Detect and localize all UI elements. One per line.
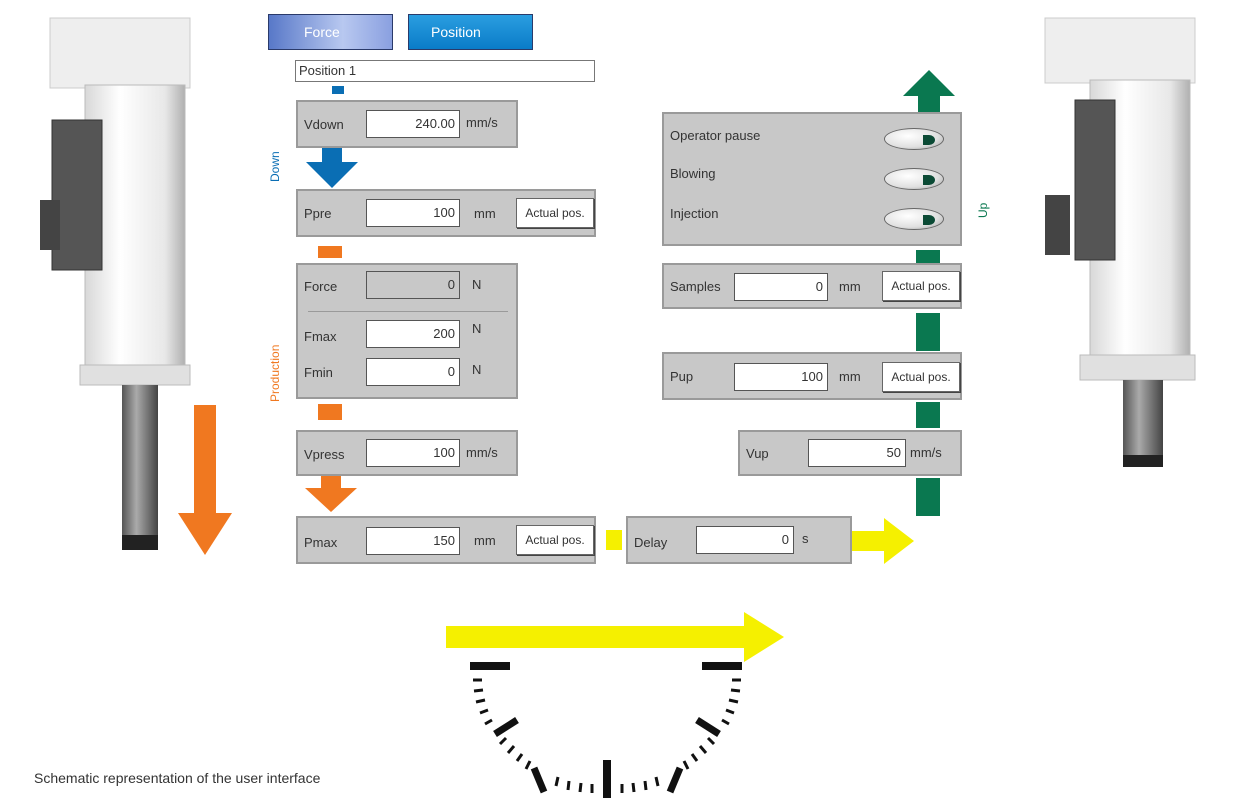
down-label: Down	[268, 151, 282, 182]
blowing-label: Blowing	[670, 166, 716, 181]
vpress-input[interactable]: 100	[366, 439, 460, 467]
pmax-actual-pos-button[interactable]: Actual pos.	[516, 525, 594, 555]
pup-input[interactable]: 100	[734, 363, 828, 391]
samples-actual-pos-button[interactable]: Actual pos.	[882, 271, 960, 301]
pup-unit: mm	[839, 369, 861, 384]
delay-label: Delay	[634, 535, 668, 550]
vup-unit: mm/s	[910, 445, 942, 460]
up-arrow	[903, 70, 955, 112]
vdown-panel: Vdown 240.00 mm/s	[296, 100, 518, 148]
ppre-unit: mm	[474, 206, 496, 221]
tab-position[interactable]: Position	[408, 14, 533, 50]
operator-pause-toggle[interactable]	[884, 128, 944, 150]
fmax-unit: N	[472, 321, 482, 336]
vup-input[interactable]: 50	[808, 439, 906, 467]
up-connector-2	[916, 313, 940, 351]
fmin-input[interactable]: 0	[366, 358, 460, 386]
production-label: Production	[268, 344, 282, 402]
figure-caption: Schematic representation of the user int…	[34, 770, 321, 786]
pmax-input[interactable]: 150	[366, 527, 460, 555]
timer-dial-icon	[470, 662, 742, 798]
vpress-panel: Vpress 100 mm/s	[296, 430, 518, 476]
force-label: Force	[304, 279, 338, 294]
blowing-toggle[interactable]	[884, 168, 944, 190]
tab-force[interactable]: Force	[268, 14, 393, 50]
ppre-input[interactable]: 100	[366, 199, 460, 227]
press-arrow	[305, 476, 357, 512]
tab-force-label: Force	[304, 24, 340, 40]
samples-label: Samples	[670, 279, 721, 294]
options-panel: Operator pause Blowing Injection	[662, 112, 962, 246]
vdown-label: Vdown	[304, 117, 344, 132]
delay-panel: Delay 0 s	[626, 516, 852, 564]
injection-label: Injection	[670, 206, 719, 221]
vpress-label: Vpress	[304, 447, 345, 462]
fmin-unit: N	[472, 362, 482, 377]
pup-label: Pup	[670, 369, 694, 384]
force-divider	[308, 311, 508, 312]
position-name-value: Position 1	[299, 63, 357, 78]
force-unit: N	[472, 277, 482, 292]
force-readout: 0	[366, 271, 460, 299]
operator-pause-label: Operator pause	[670, 128, 761, 143]
vdown-unit: mm/s	[466, 115, 498, 130]
fmax-label: Fmax	[304, 329, 337, 344]
press-right-image	[1044, 17, 1196, 467]
delay-connector	[606, 530, 622, 550]
fmax-input[interactable]: 200	[366, 320, 460, 348]
timeline-arrow	[446, 612, 784, 662]
ppre-actual-pos-button[interactable]: Actual pos.	[516, 198, 594, 228]
pmax-panel: Pmax 150 mm Actual pos.	[296, 516, 596, 564]
production-connector-bottom	[318, 404, 342, 420]
production-direction-arrow	[178, 405, 232, 555]
vup-label: Vup	[746, 446, 769, 461]
injection-toggle[interactable]	[884, 208, 944, 230]
samples-unit: mm	[839, 279, 861, 294]
production-connector-top	[318, 246, 342, 258]
fmin-label: Fmin	[304, 365, 333, 380]
ppre-panel: Ppre 100 mm Actual pos.	[296, 189, 596, 237]
up-connector-4	[916, 478, 940, 516]
up-label: Up	[976, 202, 990, 218]
press-left-image	[40, 17, 191, 550]
tab-position-label: Position	[431, 24, 481, 40]
pmax-label: Pmax	[304, 535, 338, 550]
ppre-label: Ppre	[304, 206, 332, 221]
down-connector	[332, 86, 344, 94]
pup-panel: Pup 100 mm Actual pos.	[662, 352, 962, 400]
position-name-field[interactable]: Position 1	[295, 60, 595, 82]
samples-panel: Samples 0 mm Actual pos.	[662, 263, 962, 309]
force-group-panel: Force 0 N Fmax 200 N Fmin 0 N	[296, 263, 518, 399]
pup-actual-pos-button[interactable]: Actual pos.	[882, 362, 960, 392]
up-connector-3	[916, 402, 940, 428]
down-arrow	[306, 148, 358, 188]
vup-panel: Vup 50 mm/s	[738, 430, 962, 476]
pmax-unit: mm	[474, 533, 496, 548]
delay-unit: s	[802, 531, 809, 546]
vpress-unit: mm/s	[466, 445, 498, 460]
up-connector-1	[916, 250, 940, 264]
vdown-input[interactable]: 240.00	[366, 110, 460, 138]
delay-input[interactable]: 0	[696, 526, 794, 554]
delay-arrow	[852, 518, 914, 564]
samples-input[interactable]: 0	[734, 273, 828, 301]
